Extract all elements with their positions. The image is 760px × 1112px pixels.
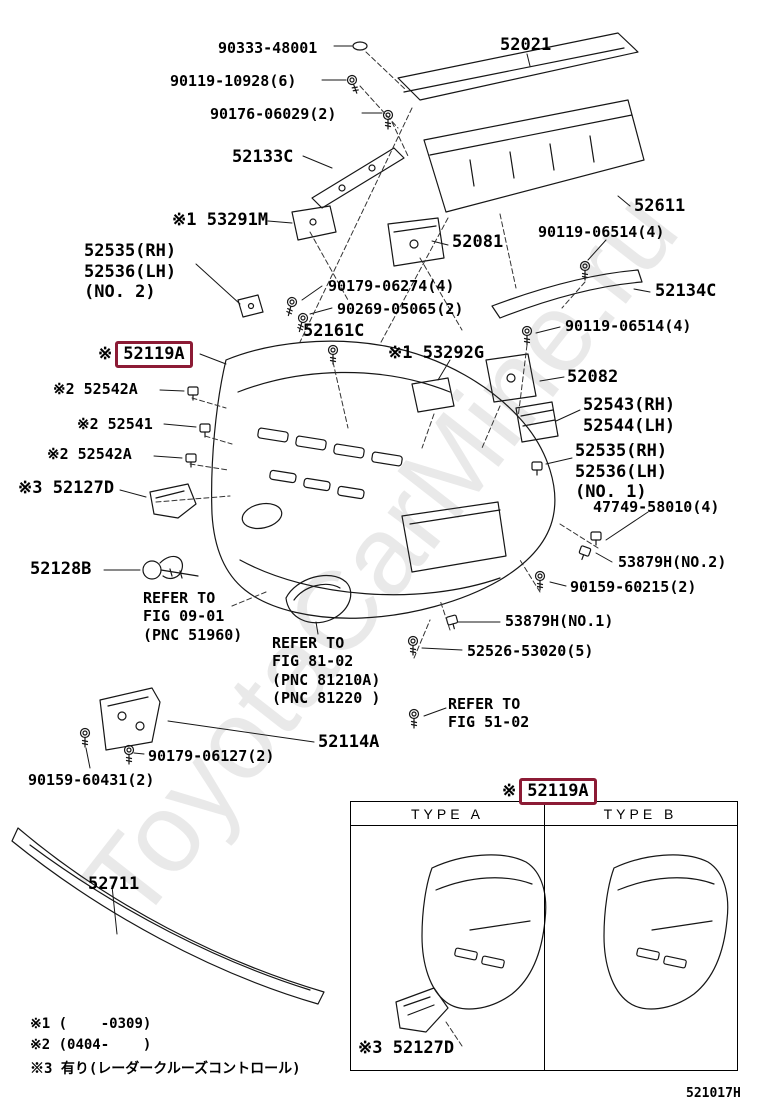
construction-lines <box>155 51 599 1047</box>
art-tow-hook <box>142 555 199 580</box>
part-label-52082[interactable]: 52082 <box>567 367 619 387</box>
part-label-90159-60431[interactable]: 90159-60431(2) <box>28 771 155 789</box>
part-label-52541[interactable]: ※2 52541 <box>77 415 153 433</box>
art-52021-bar <box>352 32 639 101</box>
figure-code: 521017H <box>686 1086 741 1101</box>
part-label-52081[interactable]: 52081 <box>452 232 504 252</box>
part-label-52526-53020[interactable]: 52526-53020(5) <box>467 642 594 660</box>
art-52114A-bracket <box>99 687 161 751</box>
part-label-52127D-inset[interactable]: ※3 52127D <box>358 1038 455 1058</box>
footnote-3: ※3 有り(レーダークルーズコントロール) <box>30 1061 301 1077</box>
highlighted-part-number: 52119A <box>115 341 193 368</box>
option-mark: ※ <box>502 781 517 801</box>
footnote-2: ※2 (0404- ) <box>30 1037 152 1053</box>
part-label-90159-60215[interactable]: 90159-60215(2) <box>570 578 697 596</box>
part-label-52535-no1[interactable]: 52535(RH) 52536(LH) (NO. 1) <box>575 441 668 503</box>
art-52134C-retainer <box>491 269 643 319</box>
art-inset-type-a <box>421 854 547 1010</box>
art-inset-type-b <box>603 854 729 1010</box>
part-label-90269-05065[interactable]: 90269-05065(2) <box>337 300 464 318</box>
part-label-52134C[interactable]: 52134C <box>655 281 717 301</box>
part-label-90179-06274[interactable]: 90179-06274(4) <box>328 277 455 295</box>
art-52081-bracket <box>387 217 445 267</box>
type-b-header: TYPE B <box>603 805 678 822</box>
refer-note-refer-81-02: REFER TO FIG 81-02 (PNC 81210A) (PNC 812… <box>272 634 381 707</box>
part-label-52542A-b[interactable]: ※2 52542A <box>47 445 132 463</box>
type-comparison-inset: TYPE A TYPE B <box>350 801 738 1071</box>
part-label-90179-06127[interactable]: 90179-06127(2) <box>148 747 275 765</box>
refer-note-refer-51-02: REFER TO FIG 51-02 <box>448 695 530 732</box>
part-label-53879H-no1[interactable]: 53879H(NO.1) <box>505 612 614 630</box>
part-label-52535-no2[interactable]: 52535(RH) 52536(LH) (NO. 2) <box>84 241 177 303</box>
part-label-52161C[interactable]: 52161C <box>303 321 365 341</box>
part-label-53291M[interactable]: ※1 53291M <box>172 210 269 230</box>
art-53292G-bracket <box>411 377 455 413</box>
art-52127D-bracket <box>149 483 197 519</box>
art-52082-bracket <box>485 353 537 403</box>
part-label-52542A-a[interactable]: ※2 52542A <box>53 380 138 398</box>
part-label-90119-10928[interactable]: 90119-10928(6) <box>170 72 297 90</box>
part-label-52119A-main[interactable]: ※52119A <box>98 341 193 368</box>
part-label-52133C[interactable]: 52133C <box>232 147 294 167</box>
type-a-header: TYPE A <box>410 805 485 822</box>
part-label-53879H-no2[interactable]: 53879H(NO.2) <box>618 553 727 571</box>
part-label-47749-58010[interactable]: 47749-58010(4) <box>593 498 720 516</box>
part-label-53292G[interactable]: ※1 53292G <box>388 343 485 363</box>
footnote-1: ※1 ( -0309) <box>30 1016 152 1032</box>
part-label-52021[interactable]: 52021 <box>500 35 552 55</box>
refer-note-refer-09-01: REFER TO FIG 09-01 (PNC 51960) <box>143 589 243 644</box>
inset-column-divider <box>544 802 545 1070</box>
part-label-90119-06514-a[interactable]: 90119-06514(4) <box>538 223 665 241</box>
art-fog-lamp <box>285 574 352 624</box>
art-52543-piece <box>515 401 559 443</box>
part-label-90119-06514-b[interactable]: 90119-06514(4) <box>565 317 692 335</box>
option-mark: ※ <box>98 344 113 364</box>
part-label-90176-06029[interactable]: 90176-06029(2) <box>210 105 337 123</box>
art-52133C-bracket <box>311 147 405 209</box>
art-inset-52127D-bracket <box>395 987 449 1033</box>
part-label-52128B[interactable]: 52128B <box>30 559 92 579</box>
art-52711-strip <box>11 827 325 1005</box>
art-bumper-cover <box>211 340 556 619</box>
part-label-52543-52544[interactable]: 52543(RH) 52544(LH) <box>583 395 676 436</box>
art-53291M-bracket <box>291 205 337 241</box>
highlighted-part-number: 52119A <box>519 778 597 805</box>
part-label-52114A[interactable]: 52114A <box>318 732 380 752</box>
part-label-90333-48001[interactable]: 90333-48001 <box>218 39 318 57</box>
art-52611-reinforcement <box>423 99 645 213</box>
part-label-52711[interactable]: 52711 <box>88 874 140 894</box>
art-52535-no2-bracket <box>237 294 264 318</box>
leader-lines <box>85 45 651 935</box>
part-label-52611[interactable]: 52611 <box>634 196 686 216</box>
part-label-52119A-inset[interactable]: ※52119A <box>502 778 597 805</box>
part-label-52127D-main[interactable]: ※3 52127D <box>18 478 115 498</box>
